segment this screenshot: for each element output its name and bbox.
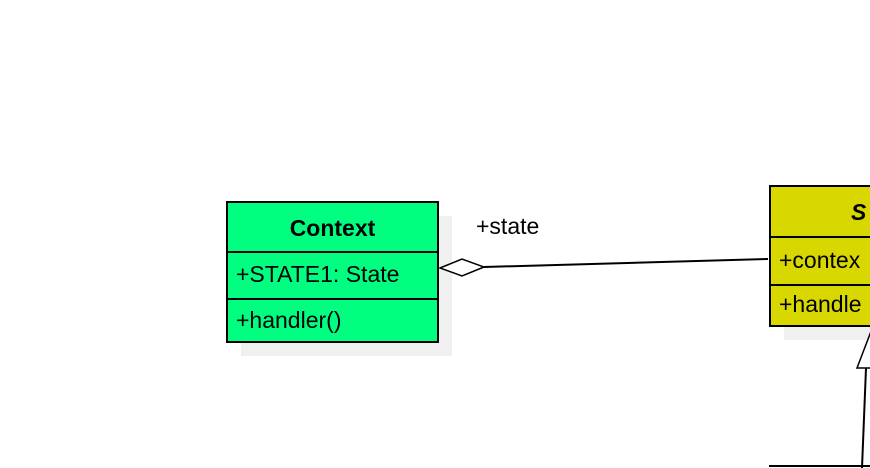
aggregation-diamond	[437, 258, 487, 277]
association-role-label: +state	[476, 213, 540, 239]
state-class[interactable]: S +contex +handle	[769, 185, 870, 327]
context-class-attribute: +STATE1: State	[236, 261, 400, 287]
aggregation-line[interactable]	[483, 258, 769, 268]
state-class-name: S	[771, 187, 870, 238]
generalization-arrowhead	[855, 331, 870, 369]
state-class-operation: +handle	[771, 284, 870, 325]
context-class[interactable]: Context +STATE1: State +handler()	[226, 201, 439, 343]
context-class-operation: +handler()	[228, 298, 437, 341]
state-class-attribute: +contex	[779, 247, 861, 273]
context-class-name: Context	[228, 203, 437, 253]
generalization-line[interactable]	[861, 367, 867, 468]
